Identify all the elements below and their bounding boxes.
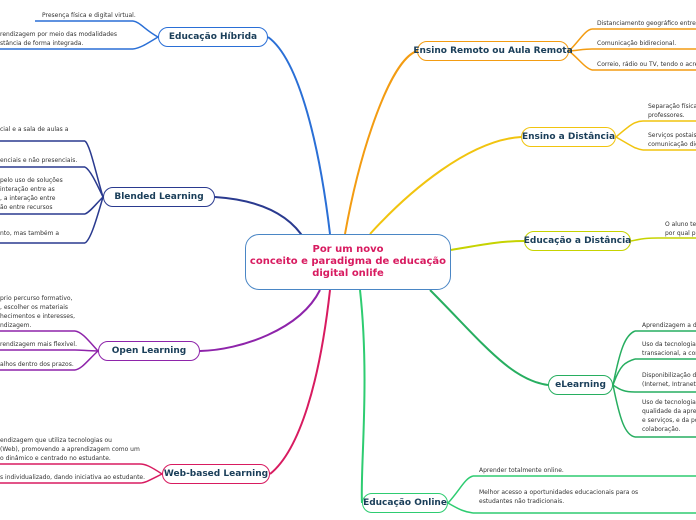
topic-ensino-remoto[interactable]: Ensino Remoto ou Aula Remota: [413, 41, 573, 61]
leaf-ensino-remoto-3[interactable]: Correio, rádio ou TV, tendo o acréscimo: [597, 61, 696, 68]
link-blended: [214, 196, 306, 241]
leaf-open-2[interactable]: rendizagem mais flexível.: [0, 341, 78, 348]
leaf-ensino-distancia-2[interactable]: Serviços postais, comunicação dig: [648, 132, 696, 148]
leaf-educacao-online-2[interactable]: Melhor acesso a oportunidades educaciona…: [479, 489, 639, 505]
topic-elearning[interactable]: eLearning: [548, 375, 613, 395]
leaf-lines-web-based: [0, 463, 163, 484]
link-open: [199, 289, 321, 352]
leaf-lines-ensino-remoto: [568, 28, 696, 71]
topic-educacao-a-distancia[interactable]: Educação a Distância: [524, 231, 631, 251]
link-elearning: [429, 289, 549, 386]
link-web-based: [269, 289, 331, 475]
leaf-lines-blended: [0, 140, 104, 244]
leaf-blended-2[interactable]: enciais e não presenciais.: [0, 157, 78, 164]
leaf-web-based-2[interactable]: s individualizado, dando iniciativa ao e…: [0, 474, 146, 481]
link-educacao-hibrida: [267, 36, 331, 235]
central-topic-line-1: Por um novo: [312, 244, 384, 255]
leaf-open-3[interactable]: alhos dentro dos prazos.: [0, 361, 74, 368]
topic-ensino-a-distancia[interactable]: Ensino a Distância: [521, 127, 616, 147]
leaf-educacao-hibrida-2[interactable]: rendizagem por meio das modalidades stân…: [0, 31, 117, 47]
leaf-ensino-remoto-2[interactable]: Comunicação bidirecional.: [597, 40, 677, 47]
leaf-elearning-3[interactable]: Disponibilização de (Internet, Intranet): [642, 372, 696, 388]
leaf-elearning-1[interactable]: Aprendizagem a dis: [642, 322, 696, 329]
leaf-lines-open: [0, 330, 99, 371]
link-ensino-distancia: [369, 136, 522, 235]
leaf-lines-elearning: [612, 330, 696, 438]
leaf-lines-educacao-distancia: [630, 237, 696, 242]
link-ensino-remoto: [344, 50, 418, 235]
leaf-ensino-distancia-1[interactable]: Separação física professores.: [648, 103, 696, 119]
topic-web-based-learning[interactable]: Web-based Learning: [162, 464, 270, 484]
leaf-blended-4[interactable]: nto, mas também a: [0, 230, 59, 237]
leaf-lines-educacao-hibrida: [0, 20, 159, 50]
topic-blended-learning[interactable]: Blended Learning: [103, 187, 215, 207]
leaf-elearning-4[interactable]: Uso de tecnologias qualidade da apren e …: [642, 399, 696, 433]
leaf-educacao-online-1[interactable]: Aprender totalmente online.: [479, 467, 564, 474]
leaf-elearning-2[interactable]: Uso da tecnologia p transacional, a com: [642, 341, 696, 357]
leaf-educacao-hibrida-1[interactable]: Presença física e digital virtual.: [42, 12, 136, 19]
topic-educacao-hibrida[interactable]: Educação Híbrida: [158, 27, 268, 47]
topic-open-learning[interactable]: Open Learning: [98, 341, 200, 361]
leaf-web-based-1[interactable]: endizagem que utiliza tecnologias ou (We…: [0, 437, 140, 462]
leaf-educacao-distancia-1[interactable]: O aluno ter por qual pl: [665, 221, 696, 237]
leaf-ensino-remoto-1[interactable]: Distanciamento geográfico entre p: [597, 20, 696, 27]
central-topic[interactable]: Por um novo conceito e paradigma de educ…: [245, 234, 451, 290]
leaf-blended-1[interactable]: cial e a sala de aulas a: [0, 126, 69, 133]
central-topic-line-2: conceito e paradigma de educação: [249, 256, 447, 267]
link-educacao-distancia: [450, 240, 525, 251]
leaf-lines-educacao-online: [447, 475, 696, 514]
leaf-open-1[interactable]: prio percurso formativo, , escolher os m…: [0, 295, 75, 329]
leaf-blended-3[interactable]: pelo uso de soluções interação entre as …: [0, 177, 63, 211]
leaf-lines-ensino-distancia: [615, 120, 696, 151]
central-topic-line-3: digital onlife: [312, 268, 384, 279]
topic-educacao-online[interactable]: Educação Online: [362, 493, 448, 513]
link-educacao-online: [359, 289, 366, 504]
